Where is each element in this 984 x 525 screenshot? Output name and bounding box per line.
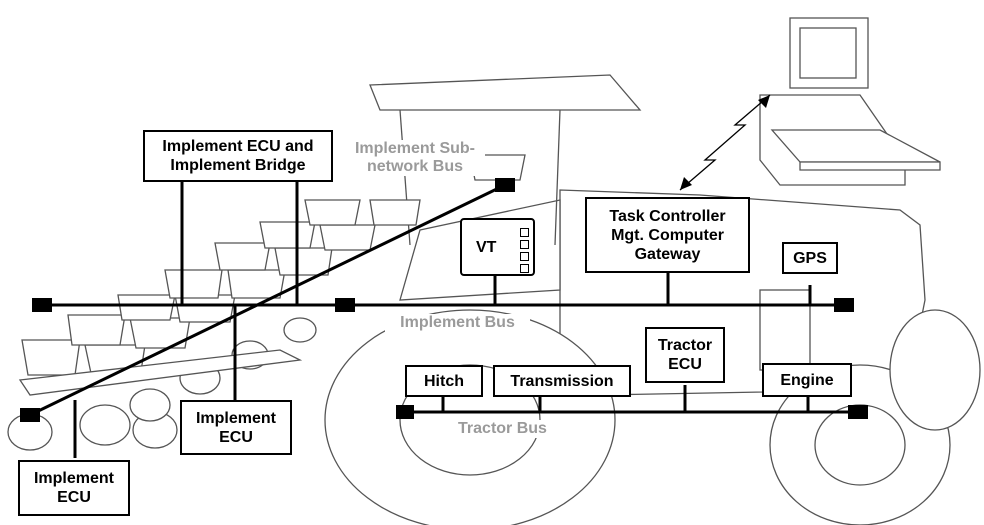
gps-box: GPS	[782, 242, 838, 274]
implement-subnetwork-bus-label: Implement Sub- network Bus	[345, 140, 485, 176]
label-line: ECU	[57, 488, 91, 507]
vt-buttons-icon	[520, 228, 528, 273]
transmission-label: Transmission	[510, 372, 613, 391]
label-line: Implement ECU and	[162, 137, 313, 156]
terminator	[495, 178, 515, 192]
task-controller-box: Task Controller Mgt. Computer Gateway	[585, 197, 750, 273]
label-line: Tractor Bus	[458, 420, 547, 437]
label-line: Implement	[34, 469, 114, 488]
label-line: Implement Bridge	[170, 156, 305, 175]
label-line: network Bus	[345, 158, 485, 176]
terminator	[32, 298, 52, 312]
label-line: Implement Bus	[400, 314, 515, 331]
implement-ecu-bridge-box: Implement ECU and Implement Bridge	[143, 130, 333, 182]
vt-label: VT	[476, 238, 496, 257]
hitch-label: Hitch	[424, 372, 464, 391]
label-line: Mgt. Computer	[611, 226, 724, 245]
terminator	[20, 408, 40, 422]
label-line: Implement Sub-	[345, 140, 485, 158]
tractor-roof	[370, 75, 640, 110]
label-line: Gateway	[635, 245, 701, 264]
label-line: Task Controller	[609, 207, 725, 226]
tractor-bus-label: Tractor Bus	[440, 420, 565, 438]
implement-ecu-left-box: Implement ECU	[18, 460, 130, 516]
terminator	[848, 405, 868, 419]
label-line: ECU	[219, 428, 253, 447]
engine-box: Engine	[762, 363, 852, 397]
label-line: Implement	[196, 409, 276, 428]
label-line: Tractor	[658, 336, 712, 355]
gps-label: GPS	[793, 249, 827, 268]
computer-icon	[760, 18, 940, 185]
engine-label: Engine	[780, 371, 833, 390]
tractor-ecu-box: Tractor ECU	[645, 327, 725, 383]
implement-bus-label: Implement Bus	[385, 314, 530, 332]
comm-link	[680, 95, 770, 190]
label-line: ECU	[668, 355, 702, 374]
terminator	[396, 405, 414, 419]
implement-ecu-mid-box: Implement ECU	[180, 400, 292, 455]
terminator	[335, 298, 355, 312]
terminator	[834, 298, 854, 312]
transmission-box: Transmission	[493, 365, 631, 397]
hitch-box: Hitch	[405, 365, 483, 397]
